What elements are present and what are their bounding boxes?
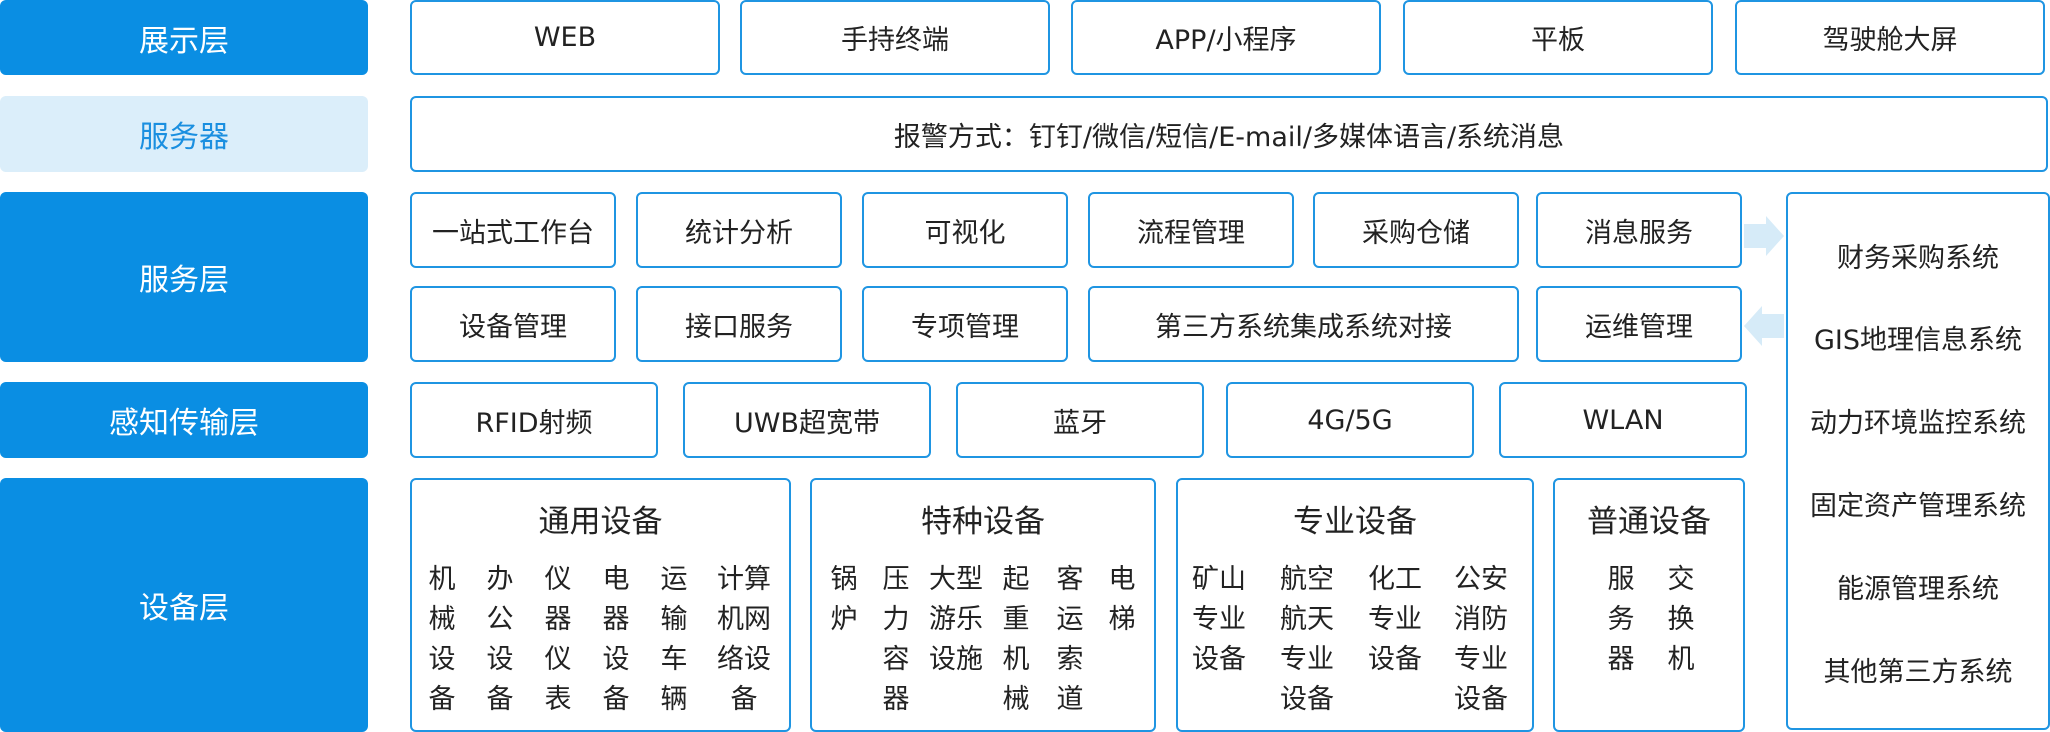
layer-sensing-label: 感知传输层 (0, 382, 368, 458)
device-column: 运 输 车 辆 (660, 564, 688, 715)
system-fixed-assets: 固定资产管理系统 (1810, 491, 2026, 522)
device-column: 矿山 专业 设备 (1192, 564, 1246, 675)
device-group-ordinary: 普通设备 服 务 器 交 换 机 (1553, 478, 1745, 732)
display-item-app: APP/小程序 (1071, 0, 1381, 75)
service-visualization: 可视化 (862, 192, 1068, 268)
sensing-bluetooth: 蓝牙 (956, 382, 1204, 458)
device-column: 计算 机网 络设 备 (717, 564, 771, 715)
device-column: 电 梯 (1108, 564, 1136, 635)
service-operations: 运维管理 (1536, 286, 1742, 362)
system-finance-procurement: 财务采购系统 (1837, 243, 1999, 274)
system-power-environment: 动力环境监控系统 (1810, 408, 2026, 439)
device-column: 交 换 机 (1667, 564, 1695, 675)
display-item-tablet: 平板 (1403, 0, 1713, 75)
device-column: 电 器 设 备 (602, 564, 630, 715)
device-column: 公安 消防 专业 设备 (1454, 564, 1508, 715)
service-one-stop-workbench: 一站式工作台 (410, 192, 616, 268)
device-column: 客 运 索 道 (1056, 564, 1084, 715)
service-device-management: 设备管理 (410, 286, 616, 362)
sensing-rfid: RFID射频 (410, 382, 658, 458)
system-energy: 能源管理系统 (1837, 574, 1999, 605)
layer-service-label: 服务层 (0, 192, 368, 362)
device-column: 化工 专业 设备 (1368, 564, 1422, 675)
device-column: 起 重 机 械 (1002, 564, 1030, 715)
sensing-uwb: UWB超宽带 (683, 382, 931, 458)
device-column: 航空 航天 专业 设备 (1280, 564, 1334, 715)
device-column: 大型 游乐 设施 (929, 564, 983, 675)
service-statistics: 统计分析 (636, 192, 842, 268)
device-column: 机 械 设 备 (428, 564, 456, 715)
service-process-management: 流程管理 (1088, 192, 1294, 268)
device-column: 压 力 容 器 (882, 564, 910, 715)
service-procurement-storage: 采购仓储 (1313, 192, 1519, 268)
device-column: 仪 器 仪 表 (544, 564, 572, 715)
service-third-party-integration: 第三方系统集成系统对接 (1088, 286, 1519, 362)
layer-display-label: 展示层 (0, 0, 368, 75)
system-gis: GIS地理信息系统 (1813, 325, 2023, 356)
arrow-right-icon (1744, 216, 1784, 256)
sensing-4g5g: 4G/5G (1226, 382, 1474, 458)
layer-server-label: 服务器 (0, 96, 368, 172)
layer-device-label: 设备层 (0, 478, 368, 732)
device-group-title: 专业设备 (1293, 504, 1417, 540)
sensing-wlan: WLAN (1499, 382, 1747, 458)
device-group-title: 特种设备 (921, 504, 1045, 540)
service-message: 消息服务 (1536, 192, 1742, 268)
device-group-general: 通用设备 机 械 设 备 办 公 设 备 仪 器 仪 表 电 器 设 备 运 输… (410, 478, 791, 732)
device-column: 办 公 设 备 (486, 564, 514, 715)
device-group-professional: 专业设备 矿山 专业 设备 航空 航天 专业 设备 化工 专业 设备 公安 消防… (1176, 478, 1534, 732)
system-other-third-party: 其他第三方系统 (1823, 657, 2013, 688)
device-column: 服 务 器 (1607, 564, 1635, 675)
device-group-title: 普通设备 (1587, 504, 1711, 540)
device-group-special: 特种设备 锅 炉 压 力 容 器 大型 游乐 设施 起 重 机 械 客 运 索 … (810, 478, 1156, 732)
device-group-title: 通用设备 (538, 504, 663, 540)
arrow-left-icon (1744, 306, 1784, 346)
display-item-web: WEB (410, 0, 720, 75)
service-special-management: 专项管理 (862, 286, 1068, 362)
alarm-methods: 报警方式：钉钉/微信/短信/E-mail/多媒体语言/系统消息 (410, 96, 2048, 172)
service-interface: 接口服务 (636, 286, 842, 362)
display-item-handheld: 手持终端 (740, 0, 1050, 75)
device-column: 锅 炉 (830, 564, 858, 635)
display-item-cockpit-screen: 驾驶舱大屏 (1735, 0, 2045, 75)
third-party-systems-panel: 财务采购系统 GIS地理信息系统 动力环境监控系统 固定资产管理系统 能源管理系… (1786, 192, 2050, 730)
